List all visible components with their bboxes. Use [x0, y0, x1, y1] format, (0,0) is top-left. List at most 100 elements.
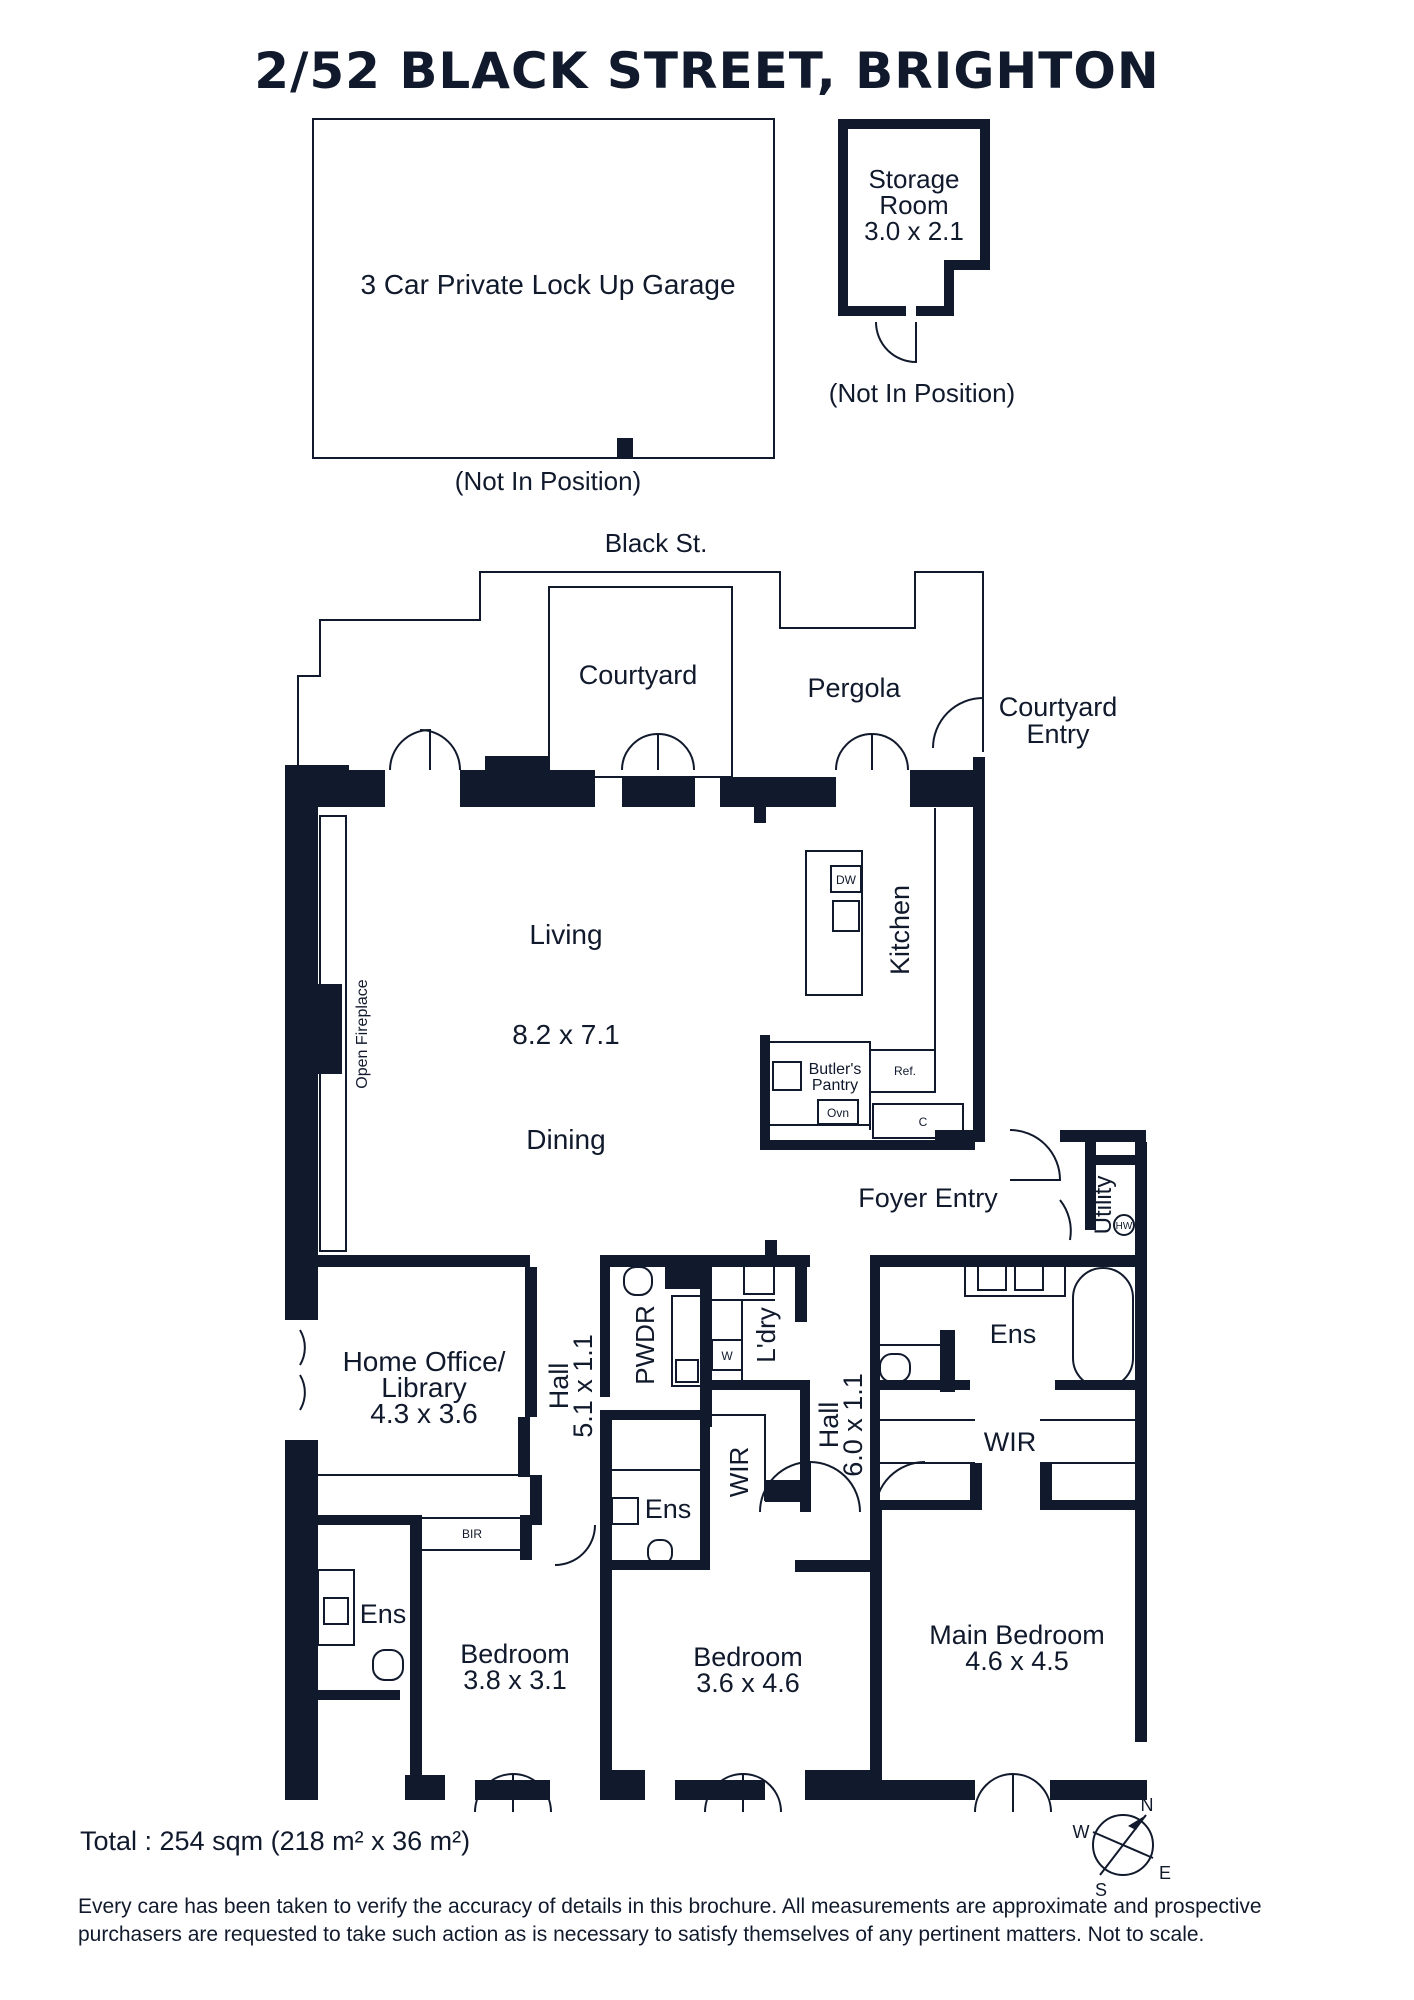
wall — [880, 1500, 980, 1510]
wall — [700, 1420, 710, 1570]
wall — [675, 1780, 765, 1800]
wall — [875, 1780, 975, 1800]
storage-dims: 3.0 x 2.1 — [864, 216, 964, 246]
wall — [600, 1420, 612, 1570]
walls — [285, 119, 1147, 1830]
garage-outline — [312, 118, 775, 459]
courtyard-label: Courtyard — [579, 660, 698, 690]
wall — [410, 1515, 422, 1795]
wall — [622, 777, 695, 807]
laundry-label: L'dry — [751, 1307, 781, 1363]
island-sink — [832, 900, 860, 932]
wall — [1040, 1463, 1052, 1510]
cupboard-label: C — [919, 1115, 928, 1129]
wall — [1085, 1142, 1096, 1230]
wall — [1040, 1500, 1135, 1510]
wall — [935, 1130, 985, 1142]
wall — [285, 1440, 318, 1500]
pwdr-label: PWDR — [630, 1305, 660, 1384]
wall — [765, 1240, 777, 1256]
ens-left-basin — [323, 1597, 349, 1625]
mid-wir-label: WIR — [724, 1447, 754, 1498]
wall — [940, 1330, 955, 1392]
garage-note: (Not In Position) — [455, 466, 641, 496]
washer-label: W — [721, 1349, 733, 1363]
kitchen-island — [805, 850, 863, 996]
compass-n: N — [1141, 1795, 1154, 1815]
door-swing — [1009, 1129, 1062, 1181]
door-swing — [974, 1772, 1014, 1813]
hw-label: HW — [1116, 1221, 1133, 1232]
bir-label: BIR — [462, 1527, 482, 1541]
wall — [285, 1700, 300, 1720]
storage-label: Storage — [868, 164, 959, 194]
main-ens-toilet — [879, 1353, 911, 1383]
wall — [1135, 1142, 1147, 1742]
hall-label: Hall — [544, 1363, 574, 1410]
door-swing — [621, 732, 659, 771]
dining-label: Dining — [526, 1124, 605, 1155]
street-label: Black St. — [605, 528, 708, 558]
main-wir-label: WIR — [984, 1427, 1036, 1457]
door-swing — [871, 733, 909, 771]
door-swing — [554, 1524, 596, 1566]
wall — [1055, 1380, 1135, 1390]
cupboard — [872, 1103, 964, 1139]
wall — [1050, 1780, 1147, 1800]
door-swing — [742, 1773, 782, 1813]
door-swing — [809, 1461, 861, 1513]
storage-room-walls — [838, 119, 990, 316]
garage-label: 3 Car Private Lock Up Garage — [360, 269, 735, 300]
ref-label: Ref. — [894, 1064, 916, 1078]
oven — [817, 1099, 859, 1125]
wall — [870, 1267, 880, 1517]
main-bedroom-label: Main Bedroom — [929, 1620, 1105, 1650]
wall — [405, 1775, 445, 1800]
wall — [530, 1475, 542, 1525]
wall — [518, 1417, 530, 1477]
wall — [318, 1255, 530, 1267]
dishwasher — [830, 865, 862, 893]
storage-note: (Not In Position) — [829, 378, 1015, 408]
butlers-pantry-label: Butler's — [809, 1061, 862, 1078]
wall — [795, 1560, 870, 1572]
office-label: Home Office/ — [343, 1346, 506, 1377]
door-swing — [875, 321, 917, 364]
wall — [754, 807, 766, 823]
utility-label: Utility — [1090, 1176, 1117, 1235]
ens-left-toilet — [372, 1649, 404, 1681]
wall — [760, 1140, 975, 1150]
compass-e: E — [1159, 1863, 1171, 1883]
wall — [800, 1380, 810, 1512]
office-label: Library — [381, 1372, 467, 1403]
wall — [760, 1035, 770, 1150]
wall — [600, 1410, 700, 1420]
compass-ring — [1092, 1814, 1154, 1876]
fireplace — [300, 984, 342, 1074]
wall — [880, 1380, 970, 1390]
wall — [1060, 1130, 1146, 1142]
courtyard-entry-label: Courtyard — [999, 692, 1118, 722]
fireplace-label: Open Fireplace — [354, 979, 371, 1088]
wall — [700, 1380, 805, 1390]
bedroom-dims: 3.6 x 4.6 — [696, 1668, 800, 1698]
courtyard-entry-label: Entry — [1026, 719, 1090, 749]
door-swing — [299, 1329, 306, 1366]
wall — [600, 1560, 710, 1570]
wall — [765, 1480, 800, 1502]
laundry-sink — [743, 1265, 775, 1295]
room-labels: 3 Car Private Lock Up Garage (Not In Pos… — [343, 164, 1171, 1900]
wall — [520, 1515, 532, 1560]
wall — [285, 1500, 318, 1800]
hall-dims: 6.0 x 1.1 — [838, 1373, 868, 1477]
wall — [460, 770, 485, 807]
main-ens-label: Ens — [990, 1319, 1037, 1349]
wall — [600, 1255, 810, 1267]
wall — [600, 1560, 612, 1800]
wall — [549, 770, 595, 807]
door-swing — [299, 1374, 306, 1411]
wall — [285, 1265, 318, 1320]
compass-line — [1092, 1831, 1154, 1859]
wall — [795, 1267, 807, 1322]
bathtub — [1072, 1267, 1134, 1389]
